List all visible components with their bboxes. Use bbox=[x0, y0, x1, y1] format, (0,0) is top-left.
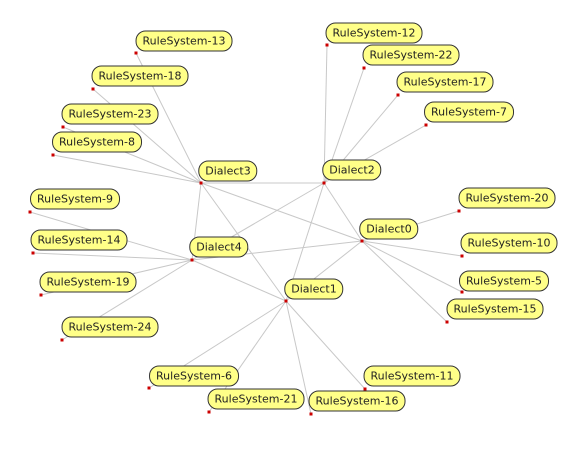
node-anchor-dialect1 bbox=[284, 299, 288, 303]
edge-dialect0-rulesystem-5 bbox=[361, 240, 463, 293]
edge-dialect0-dialect3 bbox=[200, 182, 363, 242]
node-anchor-rulesystem-7 bbox=[424, 123, 428, 127]
node-anchor-rulesystem-16 bbox=[309, 412, 313, 416]
node-rulesystem-10[interactable]: RuleSystem-10 bbox=[460, 232, 558, 254]
node-anchor-rulesystem-11 bbox=[363, 387, 367, 391]
node-anchor-rulesystem-14 bbox=[31, 251, 35, 255]
node-anchor-rulesystem-24 bbox=[60, 338, 64, 342]
node-rulesystem-7[interactable]: RuleSystem-7 bbox=[424, 101, 514, 123]
edge-dialect1-rulesystem-11 bbox=[285, 300, 366, 390]
node-anchor-rulesystem-19 bbox=[39, 293, 43, 297]
node-rulesystem-8[interactable]: RuleSystem-8 bbox=[52, 131, 142, 153]
node-rulesystem-19[interactable]: RuleSystem-19 bbox=[39, 271, 137, 293]
node-anchor-rulesystem-15 bbox=[445, 320, 449, 324]
node-anchor-rulesystem-13 bbox=[134, 51, 138, 55]
node-anchor-rulesystem-9 bbox=[28, 210, 32, 214]
node-rulesystem-23[interactable]: RuleSystem-23 bbox=[61, 103, 159, 125]
node-anchor-rulesystem-12 bbox=[325, 43, 329, 47]
node-anchor-dialect3 bbox=[199, 181, 203, 185]
node-anchor-rulesystem-22 bbox=[362, 66, 366, 70]
edge-dialect0-dialect2 bbox=[323, 182, 363, 242]
node-rulesystem-16[interactable]: RuleSystem-16 bbox=[308, 390, 406, 412]
node-rulesystem-14[interactable]: RuleSystem-14 bbox=[30, 229, 128, 251]
edge-dialect2-rulesystem-12 bbox=[323, 44, 328, 184]
node-rulesystem-18[interactable]: RuleSystem-18 bbox=[91, 65, 189, 87]
node-anchor-rulesystem-5 bbox=[460, 290, 464, 294]
node-rulesystem-9[interactable]: RuleSystem-9 bbox=[30, 188, 120, 210]
node-dialect1[interactable]: Dialect1 bbox=[284, 278, 344, 300]
node-rulesystem-5[interactable]: RuleSystem-5 bbox=[459, 270, 549, 292]
node-rulesystem-21[interactable]: RuleSystem-21 bbox=[207, 388, 305, 410]
node-anchor-rulesystem-17 bbox=[396, 93, 400, 97]
node-rulesystem-13[interactable]: RuleSystem-13 bbox=[135, 30, 233, 52]
node-rulesystem-6[interactable]: RuleSystem-6 bbox=[149, 365, 239, 387]
node-dialect3[interactable]: Dialect3 bbox=[198, 160, 258, 182]
node-anchor-rulesystem-6 bbox=[147, 386, 151, 390]
edge-dialect4-rulesystem-14 bbox=[32, 252, 193, 261]
edge-dialect1-rulesystem-16 bbox=[285, 300, 312, 415]
edge-dialect0-rulesystem-15 bbox=[361, 240, 448, 323]
node-anchor-dialect4 bbox=[190, 258, 194, 262]
node-anchor-rulesystem-20 bbox=[457, 209, 461, 213]
node-anchor-dialect2 bbox=[322, 181, 326, 185]
edge-dialect0-rulesystem-10 bbox=[361, 240, 463, 257]
node-rulesystem-15[interactable]: RuleSystem-15 bbox=[446, 298, 544, 320]
node-rulesystem-24[interactable]: RuleSystem-24 bbox=[61, 316, 159, 338]
edge-dialect3-rulesystem-8 bbox=[52, 154, 202, 184]
node-rulesystem-20[interactable]: RuleSystem-20 bbox=[458, 187, 556, 209]
node-rulesystem-12[interactable]: RuleSystem-12 bbox=[325, 22, 423, 44]
node-rulesystem-17[interactable]: RuleSystem-17 bbox=[396, 71, 494, 93]
node-anchor-rulesystem-10 bbox=[460, 254, 464, 258]
node-anchor-dialect0 bbox=[360, 239, 364, 243]
node-anchor-rulesystem-18 bbox=[91, 87, 95, 91]
node-dialect0[interactable]: Dialect0 bbox=[359, 218, 419, 240]
node-anchor-rulesystem-8 bbox=[51, 153, 55, 157]
node-anchor-rulesystem-21 bbox=[207, 410, 211, 414]
node-rulesystem-11[interactable]: RuleSystem-11 bbox=[363, 365, 461, 387]
node-rulesystem-22[interactable]: RuleSystem-22 bbox=[362, 44, 460, 66]
node-dialect4[interactable]: Dialect4 bbox=[189, 236, 249, 258]
edge-dialect1-dialect4 bbox=[191, 259, 287, 302]
node-dialect2[interactable]: Dialect2 bbox=[322, 159, 382, 181]
node-anchor-rulesystem-23 bbox=[61, 125, 65, 129]
